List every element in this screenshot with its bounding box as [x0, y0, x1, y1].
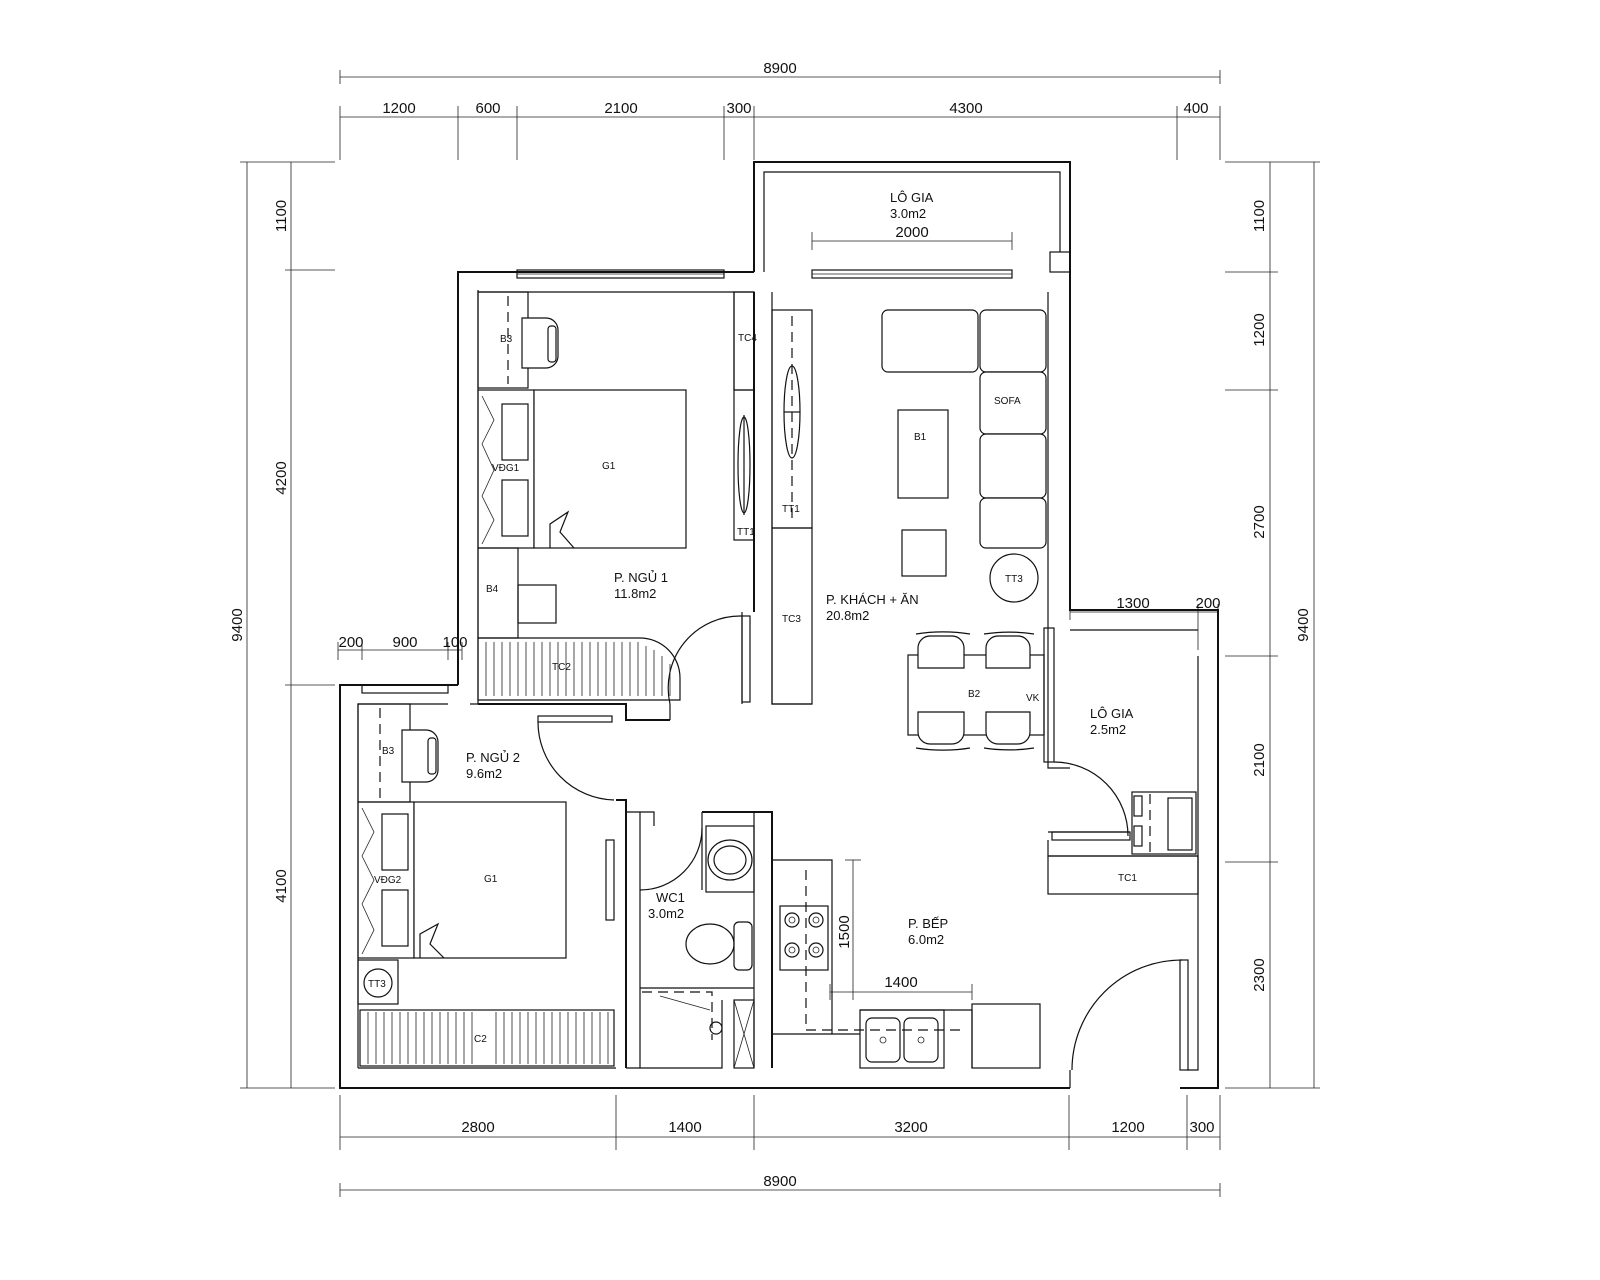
dim-right-seg: 1200: [1251, 313, 1268, 346]
label-c2: C2: [474, 1034, 487, 1045]
label-vdg2: VĐG2: [374, 875, 402, 886]
walls: [339, 161, 1219, 1089]
room-loggia2-name: LÔ GIA: [1090, 706, 1134, 721]
label-g1: G1: [602, 461, 616, 472]
dim-left-seg: 4100: [273, 869, 290, 902]
label-b1: B1: [914, 432, 927, 443]
dim-top-seg: 300: [726, 100, 751, 117]
dimension-lines: [240, 70, 1320, 1197]
dim-top-seg: 600: [475, 100, 500, 117]
label-tc2: TC2: [552, 662, 571, 673]
label-b2: B2: [968, 689, 981, 700]
label-tc3: TC3: [782, 614, 801, 625]
dim-top-seg: 1200: [382, 100, 415, 117]
dim-bottom-seg: 1200: [1111, 1119, 1144, 1136]
dim-bottom-seg: 3200: [894, 1119, 927, 1136]
label-b3: B3: [500, 334, 513, 345]
dim-bottom-total: 8900: [763, 1173, 796, 1190]
label-b4: B4: [486, 584, 499, 595]
label-vk: VK: [1026, 693, 1040, 704]
dim-right-seg: 2300: [1251, 958, 1268, 991]
label-tc1: TC1: [1118, 873, 1137, 884]
room-bed2-area: 9.6m2: [466, 766, 502, 781]
dim-bottom-seg: 300: [1189, 1119, 1214, 1136]
c2-hatching: [367, 1012, 609, 1064]
label-sofa: SOFA: [994, 396, 1021, 407]
label-vdg1: VĐG1: [492, 463, 520, 474]
dim-bottom-seg: 2800: [461, 1119, 494, 1136]
room-loggia2-area: 2.5m2: [1090, 722, 1126, 737]
dim-right-seg: 2100: [1251, 743, 1268, 776]
dim-bottom-seg: 1400: [668, 1119, 701, 1136]
dim-bed2-b: 900: [392, 634, 417, 651]
dim-right-total: 9400: [1295, 608, 1312, 641]
dim-top-seg: 2100: [604, 100, 637, 117]
tc2-hatching: [485, 642, 671, 696]
furniture: [357, 291, 1199, 1069]
furniture-labels: B3 TC4 VĐG1 G1 TT1 B4 TC2 TT1 TC3 SOFA B…: [368, 333, 1137, 1045]
dim-bed2-a: 200: [338, 634, 363, 651]
dim-top-seg: 4300: [949, 100, 982, 117]
dim-kitchen-h: 1400: [884, 974, 917, 991]
dim-balcony-window: 2000: [895, 224, 928, 241]
label-tt1: TT1: [782, 504, 800, 515]
room-bed1-name: P. NGỦ 1: [614, 570, 668, 585]
label-tt3: TT3: [368, 979, 386, 990]
room-kitchen-area: 6.0m2: [908, 932, 944, 947]
room-kitchen-name: P. BẾP: [908, 916, 948, 931]
label-tc4: TC4: [738, 333, 757, 344]
dim-top-total: 8900: [763, 60, 796, 77]
room-loggia1-name: LÔ GIA: [890, 190, 934, 205]
room-loggia1-area: 3.0m2: [890, 206, 926, 221]
label-b3: B3: [382, 746, 395, 757]
dim-left-total: 9400: [229, 608, 246, 641]
dim-kitchen-v: 1500: [836, 915, 853, 948]
doors: [537, 615, 1189, 1071]
dim-top-seg: 400: [1183, 100, 1208, 117]
label-tt1: TT1: [737, 527, 755, 538]
room-wc-area: 3.0m2: [648, 906, 684, 921]
dim-loggia2-b: 200: [1195, 595, 1220, 612]
room-bed2-name: P. NGỦ 2: [466, 750, 520, 765]
dim-right-seg: 2700: [1251, 505, 1268, 538]
dim-left-seg: 4200: [273, 461, 290, 494]
room-wc-name: WC1: [656, 890, 685, 905]
room-living-area: 20.8m2: [826, 608, 869, 623]
dimension-labels: 8900 1200 600 2100 300 4300 400 2800 140…: [229, 60, 1312, 1190]
room-bed1-area: 11.8m2: [614, 586, 656, 601]
dim-left-seg: 1100: [273, 200, 290, 232]
label-tt3: TT3: [1005, 574, 1023, 585]
dim-bed2-c: 100: [442, 634, 467, 651]
room-living-name: P. KHÁCH + ĂN: [826, 592, 919, 607]
dim-right-seg: 1100: [1251, 200, 1268, 232]
dim-loggia2-a: 1300: [1116, 595, 1149, 612]
label-g1: G1: [484, 874, 498, 885]
room-labels: LÔ GIA 3.0m2 P. NGỦ 1 11.8m2 P. KHÁCH + …: [466, 190, 1134, 947]
